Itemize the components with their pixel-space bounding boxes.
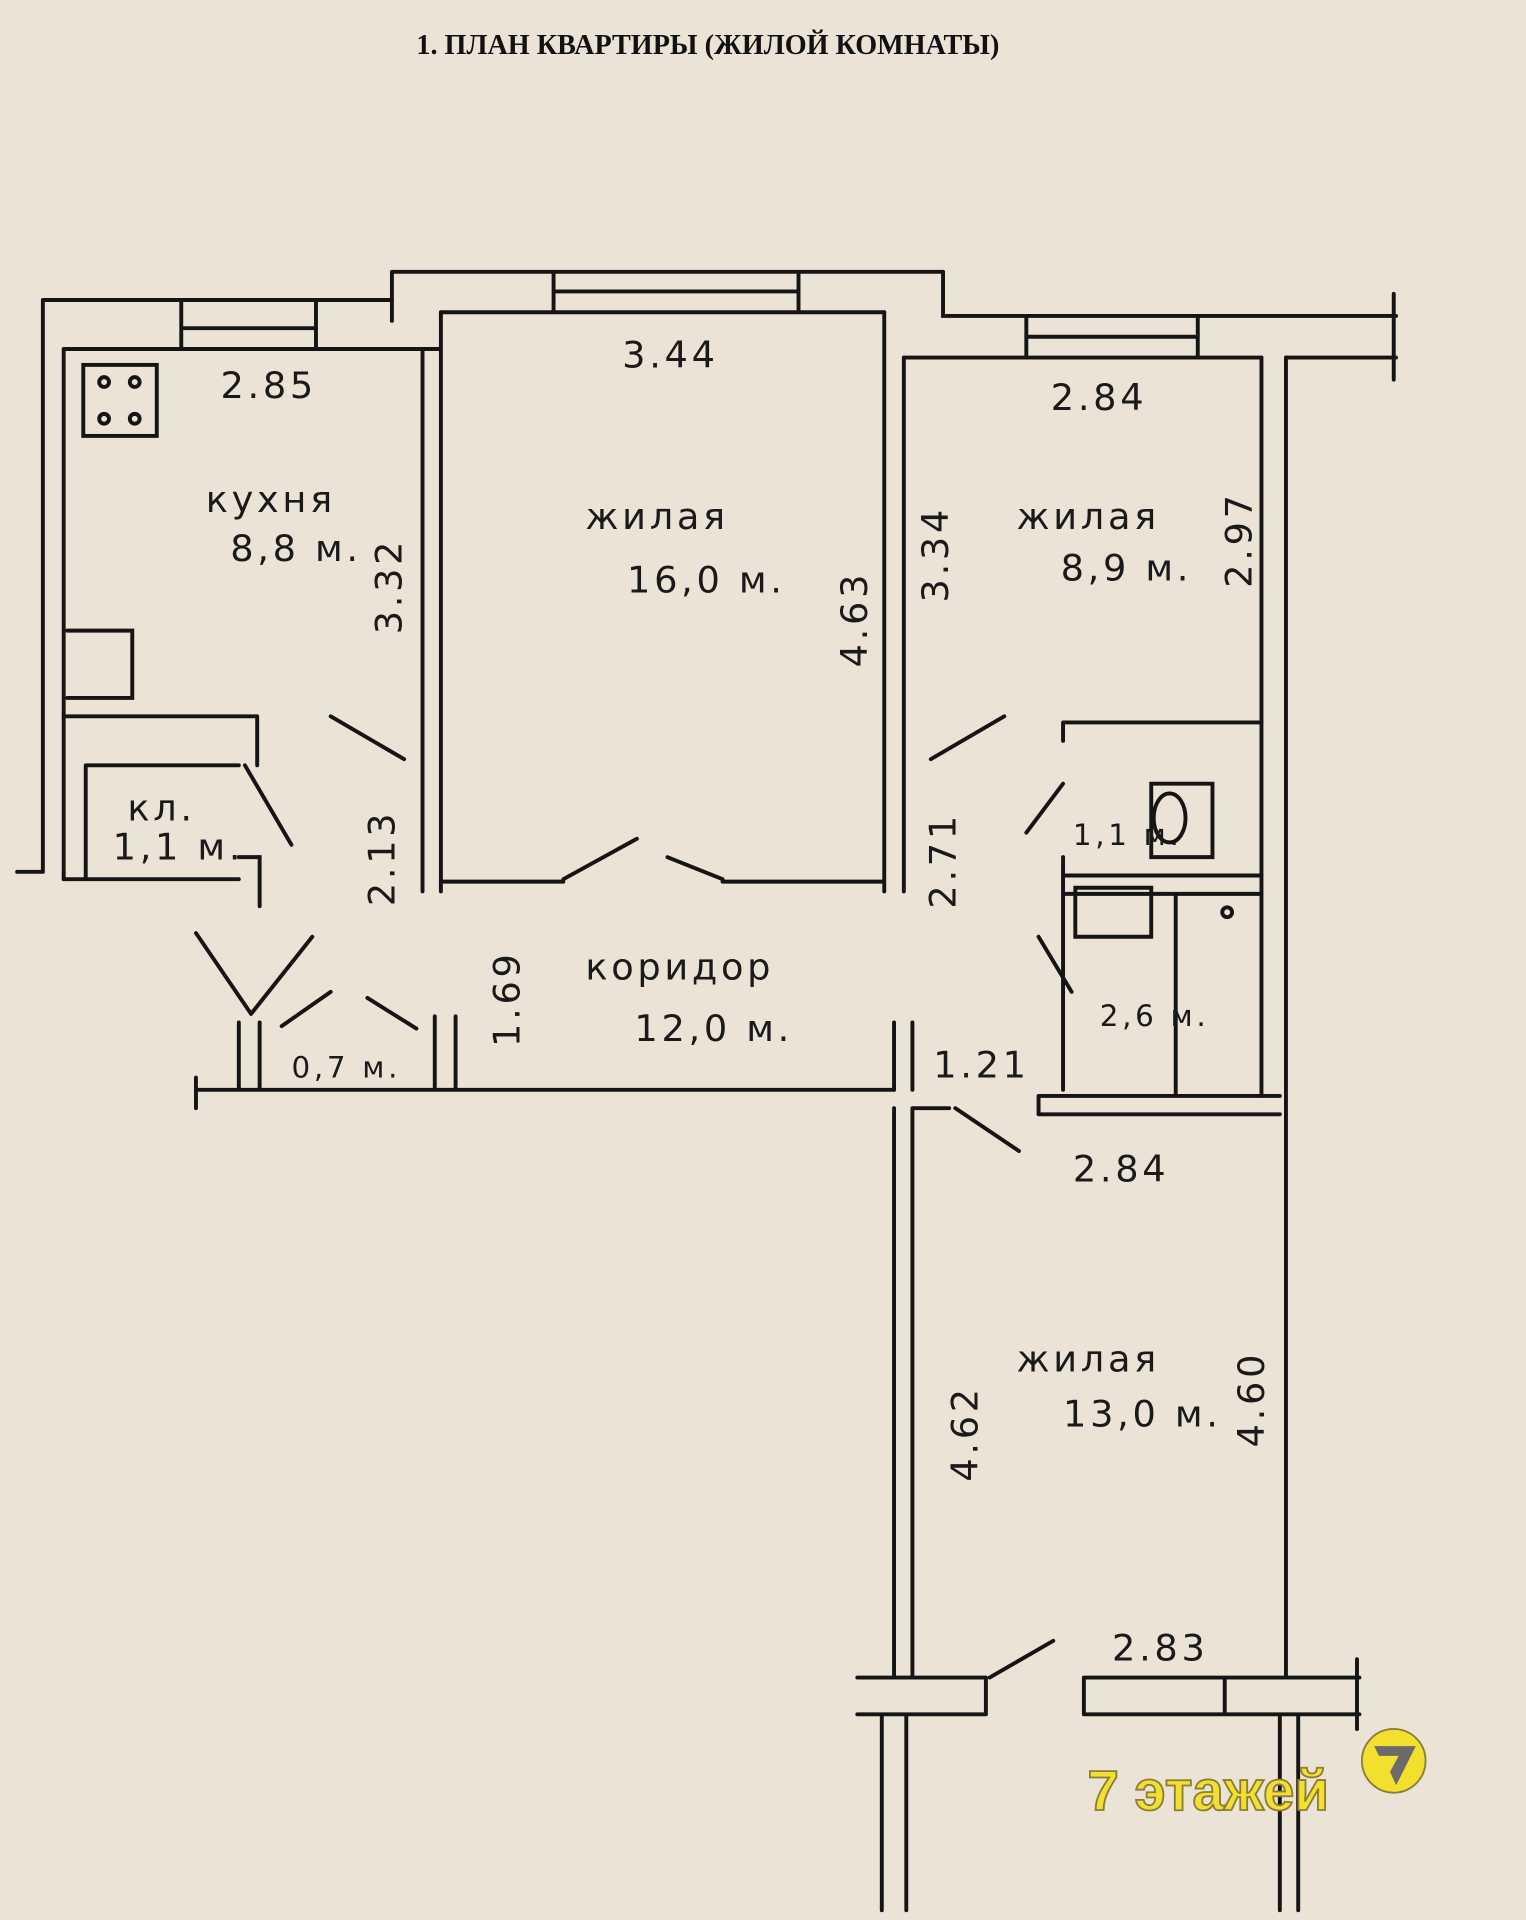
dim-living-bottom-width: 2.84 (1073, 1148, 1169, 1191)
living-small-name: жилая (1017, 495, 1160, 538)
kitchen-name: кухня (206, 478, 336, 521)
toilet-icon (1151, 791, 1235, 920)
closet-area: 0,7 м. (291, 1051, 401, 1085)
corridor-area: 12,0 м. (634, 1007, 793, 1050)
dim-hall-right: 2.71 (921, 812, 964, 908)
dim-living-small-left: 3.34 (914, 506, 957, 602)
plan-title: 1. ПЛАН КВАРТИРЫ (ЖИЛОЙ КОМНАТЫ) (416, 30, 999, 61)
dim-living-large-length: 4.63 (833, 571, 876, 667)
watermark-text: 7 этажей (1088, 1759, 1329, 1822)
living-bottom-area: 13,0 м. (1063, 1393, 1222, 1436)
dim-living-small-right: 2.97 (1218, 491, 1261, 587)
dim-balcony-width: 2.83 (1112, 1626, 1208, 1669)
bathroom-area: 2,6 м. (1100, 999, 1210, 1033)
dim-passage-width: 1.21 (933, 1044, 1029, 1087)
dim-living-bottom-right: 4.60 (1230, 1351, 1273, 1447)
living-small-area: 8,9 м. (1061, 546, 1192, 589)
dim-kitchen-width: 2.85 (220, 364, 316, 407)
toilet-area: 1,1 м. (1073, 818, 1183, 852)
kitchen-area: 8,8 м. (230, 527, 361, 570)
pantry-name: кл. (127, 786, 195, 829)
watermark-logo-icon (1360, 1728, 1427, 1794)
corridor-name: коридор (585, 946, 774, 989)
dim-kitchen-length: 3.32 (368, 538, 411, 634)
living-large-name: жилая (585, 495, 728, 538)
dim-corridor-height: 1.69 (485, 950, 528, 1046)
dim-living-small-width: 2.84 (1051, 376, 1147, 419)
pantry-area: 1,1 м. (113, 826, 244, 869)
living-bottom-name: жилая (1017, 1337, 1160, 1380)
dim-living-bottom-left: 4.62 (943, 1385, 986, 1481)
dim-living-large-width: 3.44 (622, 333, 718, 376)
stove-icon (97, 375, 142, 426)
living-large-area: 16,0 м. (627, 559, 786, 602)
walls (15, 269, 1399, 1913)
dim-hall-left: 2.13 (360, 810, 403, 906)
